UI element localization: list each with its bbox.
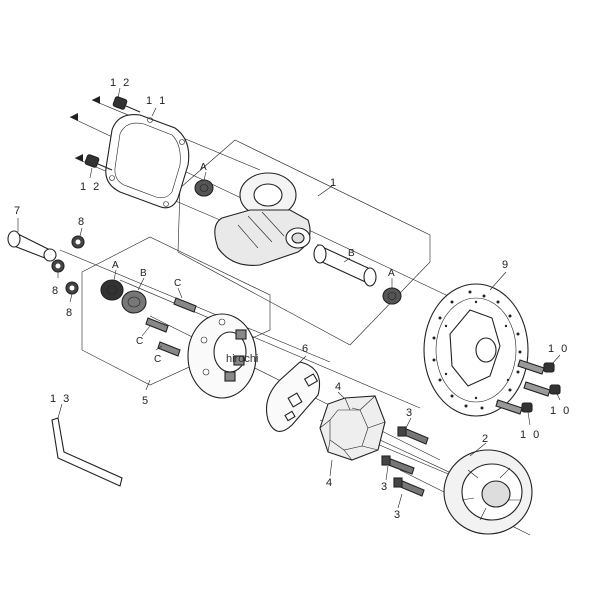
callout-10-b: 1 0 xyxy=(550,405,571,417)
stud-C-2 xyxy=(145,317,169,333)
callout-B-carrier: B xyxy=(140,268,147,279)
callout-C-2: C xyxy=(136,336,143,347)
callout-10-c: 1 0 xyxy=(520,429,541,441)
carrier-part-5 xyxy=(187,313,257,399)
callout-7: 7 xyxy=(14,205,22,217)
brake-disc-part-9 xyxy=(423,283,529,417)
seal-B-carrier xyxy=(121,290,147,314)
stud-part-3-c xyxy=(393,477,425,497)
callout-1: 1 xyxy=(330,177,338,189)
callout-A-carrier: A xyxy=(112,260,119,271)
bearing-A-upper xyxy=(194,179,214,197)
hex-key-part-13 xyxy=(51,417,123,487)
stud-part-3-a xyxy=(397,426,429,445)
bolt-part-12-lower xyxy=(84,154,113,171)
callout-4-b: 4 xyxy=(326,477,334,489)
callout-A-upper: A xyxy=(200,162,207,173)
callout-C-1: C xyxy=(174,278,181,289)
bolt-part-10-a xyxy=(517,359,555,375)
callout-11: 1 1 xyxy=(146,95,167,107)
callout-5: 5 xyxy=(142,395,150,407)
leader-lines xyxy=(17,87,561,509)
callout-12-a: 1 2 xyxy=(110,77,131,89)
damper-part-4 xyxy=(319,395,386,461)
nut-part-8-a xyxy=(71,235,85,249)
callout-6: 6 xyxy=(302,343,310,355)
sprocket-carrier-group-outline xyxy=(81,236,271,386)
plate-part-6 xyxy=(265,361,321,432)
callout-8-a: 8 xyxy=(78,216,86,228)
stud-C-3 xyxy=(157,341,181,357)
callout-A-lower: A xyxy=(388,268,395,279)
spacer-B xyxy=(313,244,377,287)
hub-assembly-group-outline xyxy=(177,139,431,346)
callout-8-b: 8 xyxy=(52,285,60,297)
callout-C-3: C xyxy=(154,354,161,365)
bearing-A-carrier xyxy=(100,279,124,301)
nut-part-8-b xyxy=(51,259,65,273)
stud-part-3-b xyxy=(381,455,415,475)
callout-8-c: 8 xyxy=(66,307,74,319)
bolt-part-10-b xyxy=(523,381,561,397)
callout-13: 1 3 xyxy=(50,393,71,405)
bolt-part-10-c xyxy=(495,399,533,415)
sprocket-hub-part-2 xyxy=(443,449,533,535)
callout-4-a: 4 xyxy=(335,381,343,393)
nut-part-8-c xyxy=(65,281,79,295)
callout-2: 2 xyxy=(482,433,490,445)
stud-C-1 xyxy=(173,297,197,313)
hub-part-1 xyxy=(214,172,311,266)
callout-12-b: 1 2 xyxy=(80,181,101,193)
watermark-text: hirochi xyxy=(226,353,258,365)
callout-10-a: 1 0 xyxy=(548,343,569,355)
bearing-A-lower xyxy=(382,287,402,305)
callout-3-a: 3 xyxy=(406,407,414,419)
callout-B-spacer: B xyxy=(348,248,355,259)
sleeve-part-7 xyxy=(7,230,57,262)
callout-9: 9 xyxy=(502,259,510,271)
callout-3-b: 3 xyxy=(381,481,389,493)
bolt-part-12-upper xyxy=(112,96,141,113)
callout-3-c: 3 xyxy=(394,509,402,521)
gasket-part-11 xyxy=(105,114,190,209)
